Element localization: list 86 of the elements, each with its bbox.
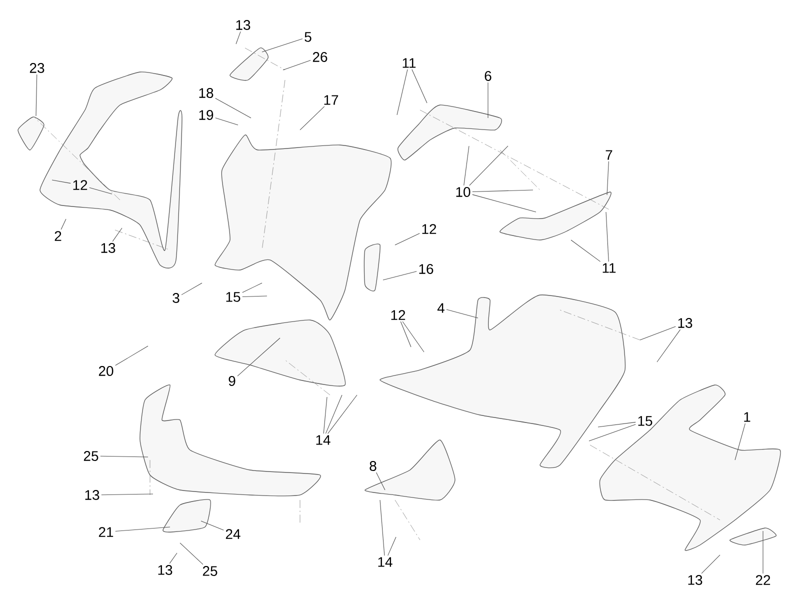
callout-number: 13 xyxy=(158,565,172,575)
callout-number: 23 xyxy=(30,63,44,73)
callout-number: 25 xyxy=(202,566,218,576)
callout-number: 11 xyxy=(602,263,616,273)
leader-line xyxy=(328,394,358,434)
leader-line xyxy=(300,106,325,130)
leader-line xyxy=(640,326,676,340)
callout-number: 13 xyxy=(236,20,250,30)
leader-line xyxy=(606,212,609,262)
callout-number: 17 xyxy=(324,95,338,105)
leader-line xyxy=(701,554,720,574)
callout-number: 14 xyxy=(316,435,330,445)
callout-number: 8 xyxy=(370,461,376,471)
leader-line xyxy=(472,194,536,212)
callout-number: 13 xyxy=(101,243,116,253)
callout-number: 1 xyxy=(744,412,750,422)
callout-number: 25 xyxy=(84,451,98,461)
leader-line xyxy=(323,396,328,434)
leader-line xyxy=(762,530,764,574)
callout-number: 13 xyxy=(85,490,100,500)
leader-line xyxy=(380,500,385,556)
leader-line xyxy=(396,69,408,116)
leader-line xyxy=(100,456,148,458)
leader-line xyxy=(242,296,268,297)
leader-line xyxy=(472,190,534,192)
leader-line xyxy=(446,309,478,318)
leader-line xyxy=(115,526,170,532)
callout-number: 16 xyxy=(419,264,434,274)
leader-line xyxy=(237,338,280,376)
leader-line xyxy=(181,282,202,296)
leader-line xyxy=(606,161,609,196)
leader-line xyxy=(469,146,508,186)
leader-line xyxy=(588,424,636,442)
leader-line xyxy=(394,233,420,246)
callout-number: 20 xyxy=(98,366,114,376)
callout-number: 18 xyxy=(199,88,214,98)
callout-number: 6 xyxy=(484,71,492,81)
callout-number: 12 xyxy=(391,310,406,320)
callout-number: 19 xyxy=(199,110,214,120)
callout-number: 2 xyxy=(54,231,62,241)
leader-line xyxy=(282,60,311,70)
leader-line xyxy=(112,228,122,242)
callout-number: 24 xyxy=(226,529,240,539)
leader-line xyxy=(60,218,66,230)
leader-line xyxy=(101,494,154,496)
callout-number: 4 xyxy=(437,303,444,313)
leader-line xyxy=(412,69,428,104)
leader-line xyxy=(169,552,178,564)
leader-line xyxy=(570,240,601,262)
leader-line xyxy=(242,282,262,293)
leader-line xyxy=(89,187,112,194)
leader-line xyxy=(598,422,636,428)
leader-line xyxy=(325,394,342,434)
leader-line xyxy=(262,38,303,52)
leader-line xyxy=(236,31,241,44)
callout-number: 9 xyxy=(228,376,236,386)
callout-number: 22 xyxy=(756,575,770,585)
callout-number: 3 xyxy=(172,293,180,303)
leader-line xyxy=(36,74,38,116)
leader-line xyxy=(382,271,417,280)
callout-number: 11 xyxy=(402,58,416,68)
callout-number: 12 xyxy=(73,180,88,190)
callout-number: 14 xyxy=(378,557,392,567)
callout-number: 15 xyxy=(638,416,652,426)
leader-line xyxy=(115,346,148,366)
callout-number: 26 xyxy=(312,52,328,62)
leader-line xyxy=(200,520,224,530)
callout-number: 13 xyxy=(678,318,692,328)
leader-line xyxy=(656,329,681,362)
leader-line xyxy=(52,180,71,184)
callout-number: 10 xyxy=(456,187,470,197)
leader-line xyxy=(400,321,412,348)
leader-line xyxy=(215,98,252,118)
leader-line xyxy=(464,146,470,186)
callout-number: 21 xyxy=(98,527,114,537)
leader-line xyxy=(180,542,204,565)
leader-line xyxy=(215,118,238,126)
leader-line xyxy=(376,472,386,490)
callout-number: 7 xyxy=(606,150,612,160)
callout-number: 5 xyxy=(304,32,312,42)
leader-line xyxy=(734,423,746,460)
leader-line xyxy=(388,536,396,556)
callout-number: 12 xyxy=(422,224,436,234)
leader-line xyxy=(402,321,424,352)
callout-number: 15 xyxy=(226,292,240,302)
callout-number: 13 xyxy=(688,575,702,585)
